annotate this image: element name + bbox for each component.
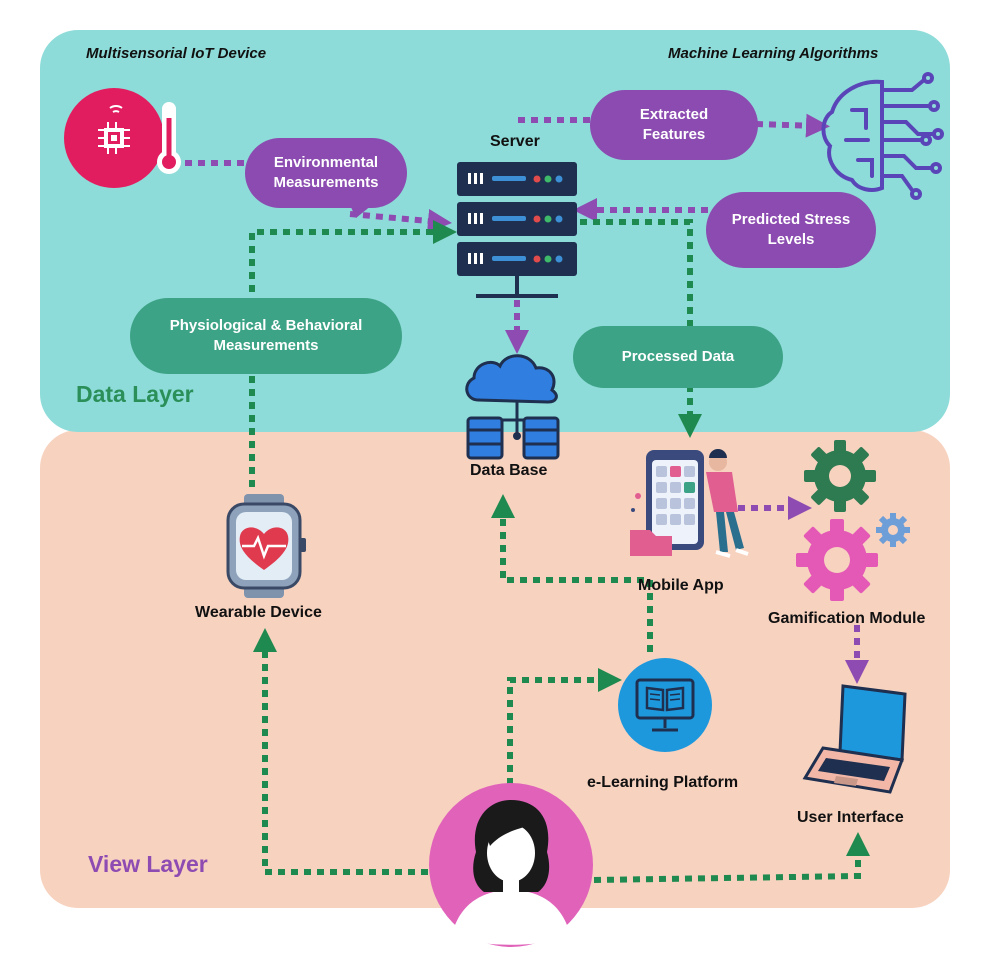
cloud-database-icon	[465, 354, 560, 460]
pill-environmental	[245, 138, 407, 208]
thermometer-chip-icon	[64, 88, 181, 188]
pill-physiological	[130, 298, 402, 374]
brain-circuit-icon	[821, 72, 944, 200]
ml-algorithms-heading: Machine Learning Algorithms	[668, 45, 879, 62]
user-interface-label: User Interface	[797, 809, 904, 826]
arrow-server-to-mobile	[580, 219, 702, 438]
pill-environmental-line1: Environmental	[273, 153, 379, 171]
server-rack-icon	[457, 162, 577, 298]
arrow-extracted-to-ml	[755, 113, 830, 138]
pill-extracted-line1: Extracted	[639, 105, 709, 123]
pill-processed-line1: Processed Data	[621, 347, 735, 365]
arrow-user-to-elearning	[507, 668, 622, 785]
elearning-label: e-Learning Platform	[587, 774, 739, 791]
database-label: Data Base	[470, 462, 548, 479]
elearning-monitor-book-icon	[618, 658, 712, 752]
gears-icon	[796, 440, 910, 601]
wearable-label: Wearable Device	[195, 604, 322, 621]
iot-device-heading: Multisensorial IoT Device	[86, 45, 267, 62]
pill-physiological-line1: Physiological & Behavioral	[169, 316, 363, 334]
pill-extracted-line2: Features	[642, 126, 706, 143]
arrow-wearable-to-server	[249, 220, 457, 487]
mobile-app-person-icon	[630, 449, 749, 558]
view-layer-title: View Layer	[88, 851, 208, 877]
gamification-label: Gamification Module	[768, 610, 926, 627]
pill-predicted-line1: Predicted Stress	[731, 210, 851, 228]
pill-extracted	[590, 90, 758, 160]
arrow-user-to-wearable	[253, 628, 428, 875]
pill-environmental-line2: Measurements	[273, 174, 379, 191]
pill-predicted-line2: Levels	[767, 231, 815, 248]
data-layer-title: Data Layer	[76, 381, 194, 407]
pill-physiological-line2: Measurements	[213, 337, 319, 354]
smartwatch-heart-icon	[226, 494, 306, 598]
pill-processed-text: Processed Data	[573, 326, 783, 388]
server-label: Server	[490, 133, 540, 150]
laptop-icon	[802, 684, 907, 794]
arrow-env-to-server	[349, 208, 452, 233]
arrow-user-to-ui	[593, 832, 870, 883]
pill-processed	[573, 326, 783, 388]
user-avatar-icon	[429, 783, 593, 947]
pill-environmental-tail	[350, 205, 372, 218]
arrow-elearning-to-db	[491, 494, 653, 652]
pill-predicted	[706, 192, 876, 268]
mobile-app-label: Mobile App	[638, 577, 724, 594]
